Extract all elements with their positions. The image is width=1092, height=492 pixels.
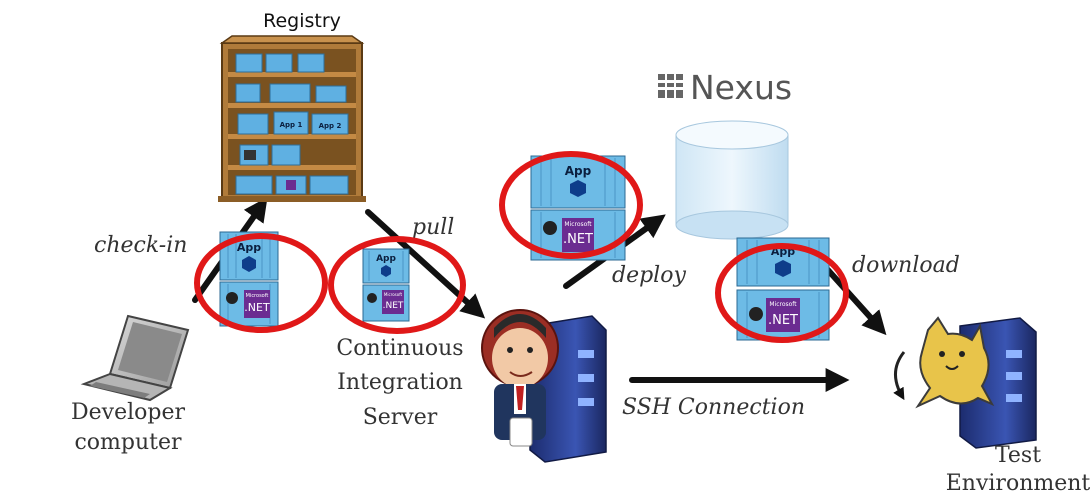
shelf-box-app1: [273, 111, 309, 135]
highlight-ring-deploy: [499, 151, 643, 259]
edge-label-check-in: check-in: [94, 233, 187, 258]
ci-label-line3: Server: [363, 405, 438, 430]
test-env-label-line1: Test: [995, 443, 1041, 468]
ci-label-line1: Continuous: [336, 336, 463, 361]
test-env-node: Test Environment: [893, 316, 1091, 492]
highlight-ring-download: [715, 243, 849, 343]
shelf-box-app2-label: App 2: [319, 122, 342, 130]
nexus-node: Nexus: [658, 68, 792, 240]
jenkins-server-icon: [481, 309, 607, 463]
nexus-label: Nexus: [690, 68, 792, 107]
edge-label-download: download: [852, 253, 960, 278]
shelf-box-app1-label: App 1: [280, 121, 303, 129]
container-bottom-small: Microsoft: [246, 293, 269, 299]
container-bottom-label: .NET: [563, 232, 593, 247]
docker-container-icon: App Microsoft .NET: [362, 248, 410, 322]
developer-label-line2: computer: [74, 430, 182, 455]
test-env-label-line2: Environment: [946, 471, 1091, 492]
database-cylinder-icon: [675, 120, 789, 240]
container-bottom-label: .NET: [768, 313, 798, 328]
container-bottom-label: .NET: [383, 301, 404, 311]
highlight-ring-checkin: [194, 233, 328, 333]
laptop-icon: [80, 314, 190, 402]
ci-label-line2: Integration: [337, 370, 463, 395]
container-bottom-label: .NET: [244, 301, 270, 314]
registry-label: Registry: [263, 10, 341, 32]
bookshelf-icon: App 1 App 2: [218, 35, 366, 202]
tomcat-server-icon: [893, 316, 1037, 449]
edge-label-deploy: deploy: [612, 263, 686, 288]
container-bottom-small: Microsoft: [384, 292, 403, 297]
container-bottom-small: Microsoft: [769, 301, 797, 308]
docker-container-icon: App Microsoft .NET: [219, 231, 279, 327]
container-top-label: App: [237, 241, 261, 254]
container-top-label: App: [376, 254, 396, 264]
container-top-label: App: [565, 164, 592, 178]
container-stack-pull: App Microsoft .NET: [362, 248, 410, 322]
ci-server-node: Continuous Integration Server: [336, 309, 607, 463]
registry-node: Registry App 1 App 2: [212, 0, 370, 202]
nexus-logo-icon: [658, 74, 683, 98]
developer-node: Developer computer: [71, 314, 190, 455]
container-bottom-small: Microsoft: [564, 221, 592, 228]
edge-label-ssh: SSH Connection: [622, 395, 805, 420]
container-stack-checkin: App Microsoft .NET: [219, 231, 279, 327]
highlight-ring-pull: [328, 236, 466, 334]
shelf-box-app2: [311, 113, 349, 135]
developer-label-line1: Developer: [71, 400, 185, 425]
edge-label-pull: pull: [412, 215, 454, 240]
